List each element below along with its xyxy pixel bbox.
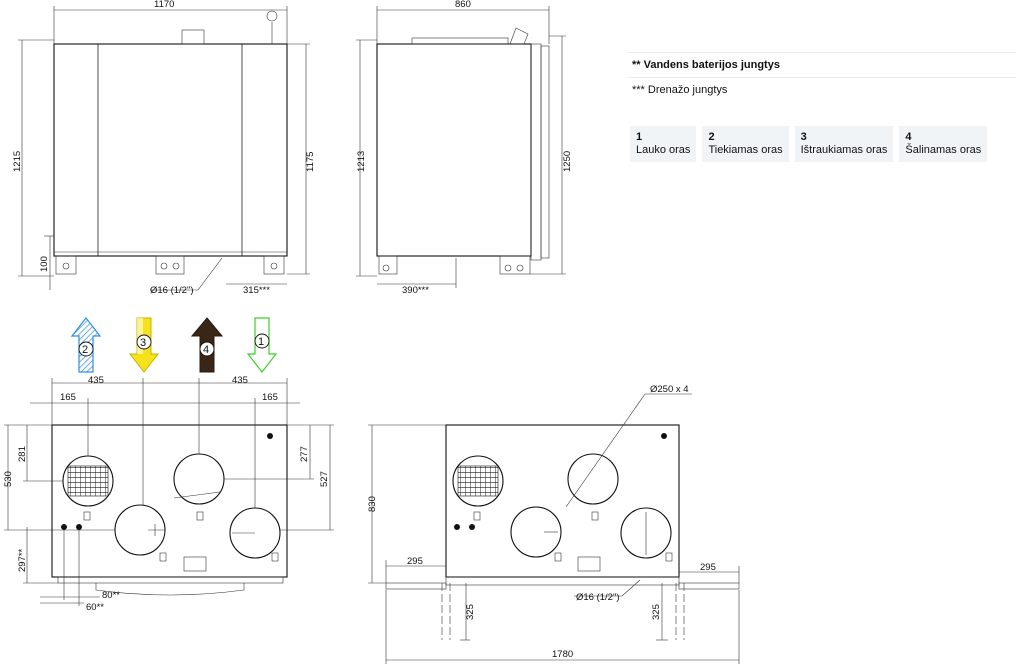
mounted-leg-right-label: 325 xyxy=(651,604,662,620)
side-drain-offset-label: 390*** xyxy=(402,285,429,296)
legend-item-1-number: 1 xyxy=(636,131,643,143)
airflow-arrow-3: 3 xyxy=(128,317,160,373)
top-upper-left-label: 281 xyxy=(17,446,28,462)
front-drain-offset-label: 315*** xyxy=(243,285,270,296)
legend-item-4-number: 4 xyxy=(905,131,912,143)
drain-connections-note: *** Drenažo jungtys xyxy=(632,84,728,96)
mounted-duct-dia-label: Ø250 x 4 xyxy=(650,384,689,395)
water-connections-note: ** Vandens baterijos jungtys xyxy=(628,52,1016,78)
mounted-drain-dia-label: Ø16 (1/2") xyxy=(576,592,620,603)
side-width-label: 860 xyxy=(455,0,471,10)
mounted-total-width-label: 1780 xyxy=(552,649,573,660)
legend-item-4: 4 Šalinamas oras xyxy=(899,126,988,162)
legend-item-2-label: Tiekiamas oras xyxy=(708,144,783,156)
top-offset-right-label: 165 xyxy=(262,392,278,403)
top-view-mounted: Ø250 x 4 830 295 295 325 325 Ø16 (1/2") … xyxy=(367,384,740,664)
legend-item-3-number: 3 xyxy=(800,131,807,143)
side-height-left-label: 1213 xyxy=(356,151,367,172)
airflow-legend: 1 Lauko oras 2 Tiekiamas oras 3 Ištrauki… xyxy=(630,126,988,162)
top-water-height-label: 297** xyxy=(17,548,28,572)
mounted-depth-label: 830 xyxy=(367,496,378,512)
side-height-right-label: 1250 xyxy=(562,151,573,172)
top-height-left-label: 530 xyxy=(3,471,14,487)
airflow-arrow-1-number: 1 xyxy=(258,336,264,348)
legend-item-1: 1 Lauko oras xyxy=(630,126,697,162)
front-drain-dia-label: Ø16 (1/2") xyxy=(150,285,194,296)
airflow-arrow-3-number: 3 xyxy=(140,337,146,349)
side-view: 860 1213 1250 390*** xyxy=(356,0,573,296)
airflow-arrow-2-number: 2 xyxy=(82,344,88,356)
top-spacing-left-label: 435 xyxy=(88,375,104,386)
mounted-bracket-right-label: 295 xyxy=(700,562,716,573)
mounted-bracket-left-label: 295 xyxy=(407,556,423,567)
legend-item-2: 2 Tiekiamas oras xyxy=(702,126,789,162)
front-foot-label: 100 xyxy=(39,256,50,272)
top-spacing-right-label: 435 xyxy=(232,375,248,386)
airflow-arrows: 2 3 4 1 xyxy=(70,317,278,373)
top-view: 435 435 165 165 530 281 297** 277 527 80… xyxy=(3,375,334,613)
notes-panel: ** Vandens baterijos jungtys *** Drenažo… xyxy=(628,52,1016,102)
legend-item-2-number: 2 xyxy=(708,131,715,143)
top-offset-left-label: 165 xyxy=(60,392,76,403)
airflow-arrow-1: 1 xyxy=(246,317,278,373)
front-view: 1170 1215 100 1175 Ø16 (1/2") 315*** xyxy=(12,0,316,296)
mounted-leg-left-label: 325 xyxy=(465,604,476,620)
front-height-total-label: 1215 xyxy=(12,151,23,172)
legend-item-3-label: Ištraukiamas oras xyxy=(800,144,888,156)
airflow-arrow-4: 4 xyxy=(190,317,224,373)
front-width-label: 1170 xyxy=(154,0,174,10)
legend-item-1-label: Lauko oras xyxy=(636,144,691,156)
legend-item-4-label: Šalinamas oras xyxy=(905,144,982,156)
airflow-arrow-4-number: 4 xyxy=(203,344,209,356)
front-height-body-label: 1175 xyxy=(305,152,316,172)
top-height-right-label: 527 xyxy=(319,471,330,487)
airflow-arrow-2: 2 xyxy=(70,317,102,373)
top-upper-right-label: 277 xyxy=(299,446,310,462)
top-water-x1-label: 80** xyxy=(102,590,120,601)
top-water-x2-label: 60** xyxy=(86,602,104,613)
legend-item-3: 3 Ištraukiamas oras xyxy=(794,126,894,162)
